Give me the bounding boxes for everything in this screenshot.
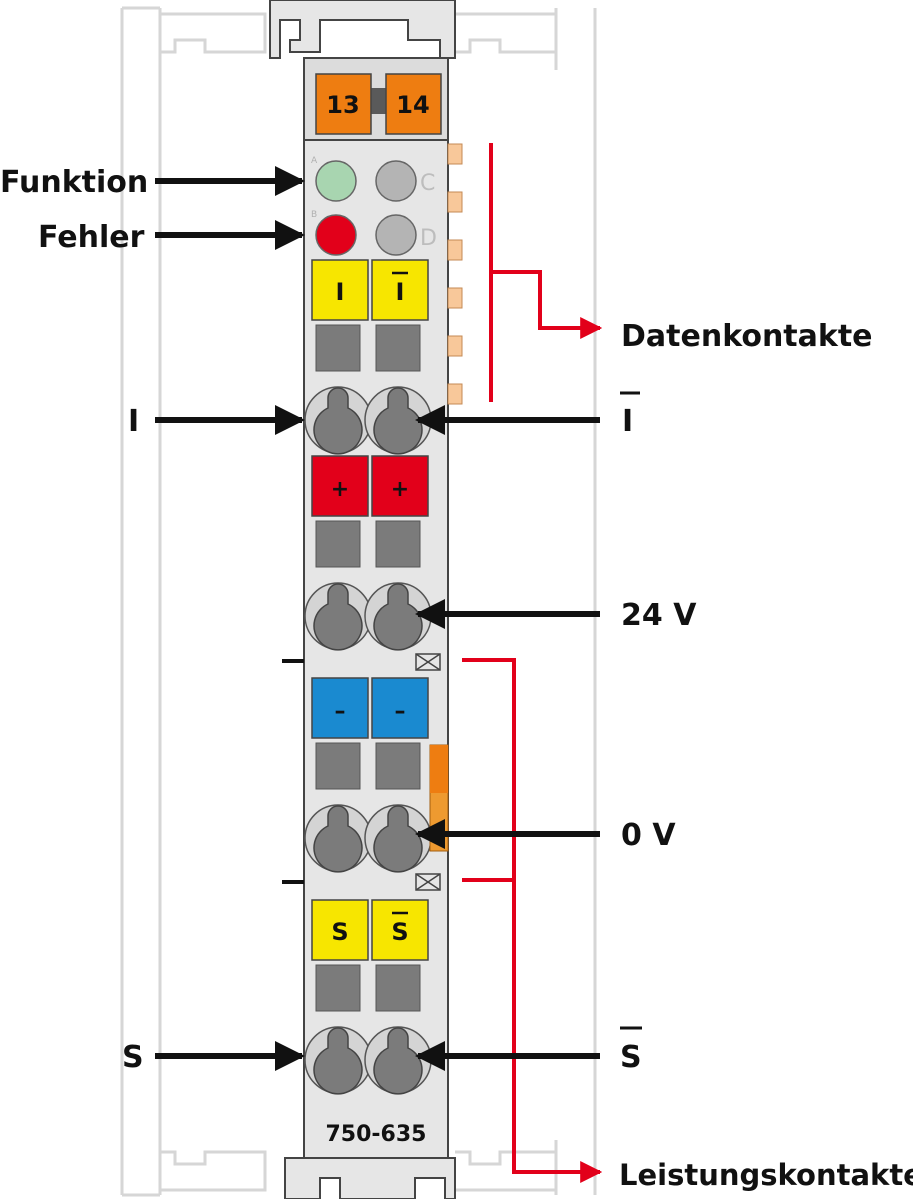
key-marker-left	[311, 259, 369, 321]
led-letter-c: C	[420, 171, 435, 196]
wire-entry-right[interactable]	[373, 583, 423, 651]
led-c	[375, 160, 417, 202]
key-label-left: I	[336, 278, 345, 306]
key-label-left: +	[331, 477, 349, 502]
led-letter-d: D	[420, 226, 437, 251]
led-function	[315, 160, 357, 202]
labels: Funktion Fehler Datenkontakte I I 24 V 0…	[0, 165, 913, 1192]
svg-text:I: I	[622, 404, 633, 439]
label-i-right: I	[620, 391, 640, 439]
annotation-arrows	[155, 166, 600, 1071]
svg-text:S: S	[620, 1040, 642, 1075]
led-letter-a: A	[311, 156, 318, 166]
label-fehler: Fehler	[38, 220, 145, 255]
label-funktion: Funktion	[0, 165, 148, 200]
key-label-left: –	[335, 699, 346, 724]
wire-entry-right[interactable]	[373, 805, 423, 873]
top-marker-area: 13 14	[315, 73, 442, 135]
release-button-left[interactable]	[315, 520, 361, 568]
release-button-left[interactable]	[315, 742, 361, 790]
label-i-left: I	[128, 404, 139, 439]
terminal-row-supply-0v: ––	[304, 677, 432, 873]
label-0v: 0 V	[621, 818, 676, 853]
wire-entry-left[interactable]	[313, 1027, 363, 1095]
label-datenkontakte: Datenkontakte	[621, 319, 873, 354]
slot-markers	[415, 653, 441, 891]
label-s-left: S	[122, 1040, 144, 1075]
release-button-right[interactable]	[375, 520, 421, 568]
led-error	[315, 214, 357, 256]
wire-entry-left[interactable]	[313, 805, 363, 873]
wire-entry-right[interactable]	[373, 387, 423, 455]
wire-entry-left[interactable]	[313, 387, 363, 455]
led-letter-b: B	[311, 210, 317, 220]
key-marker-left	[311, 455, 369, 517]
key-marker-right	[371, 455, 429, 517]
separators	[282, 659, 304, 884]
key-label-left: S	[331, 918, 348, 946]
terminal-row-supply-24v: ++	[304, 455, 432, 651]
key-marker-right	[371, 677, 429, 739]
bottom-latch	[284, 1157, 456, 1199]
key-label-right: S	[391, 918, 408, 946]
din-rail-outline	[120, 6, 597, 1197]
release-button-right[interactable]	[375, 742, 421, 790]
part-number: 750-635	[326, 1122, 427, 1147]
release-button-left[interactable]	[315, 324, 361, 372]
release-button-right[interactable]	[375, 964, 421, 1012]
data-contacts	[447, 143, 463, 405]
wire-entry-right[interactable]	[373, 1027, 423, 1095]
top-latch	[269, 0, 456, 59]
key-label-right: +	[391, 477, 409, 502]
label-24v: 24 V	[621, 598, 697, 633]
key-label-right: –	[395, 699, 406, 724]
key-marker-right	[371, 899, 429, 961]
marker-14: 14	[396, 91, 429, 119]
key-marker-right	[371, 259, 429, 321]
label-s-right: S	[620, 1026, 642, 1075]
key-label-right: I	[396, 278, 405, 306]
label-leistungskontakte: Leistungskontakte	[619, 1158, 913, 1192]
led-d	[375, 214, 417, 256]
marker-13: 13	[326, 91, 359, 119]
key-marker-left	[311, 677, 369, 739]
power-contacts-bracket	[462, 658, 603, 1183]
data-contacts-bracket	[489, 143, 603, 402]
led-area: A B C D	[311, 156, 437, 256]
wire-entry-left[interactable]	[313, 583, 363, 651]
release-button-left[interactable]	[315, 964, 361, 1012]
key-marker-left	[311, 899, 369, 961]
release-button-right[interactable]	[375, 324, 421, 372]
